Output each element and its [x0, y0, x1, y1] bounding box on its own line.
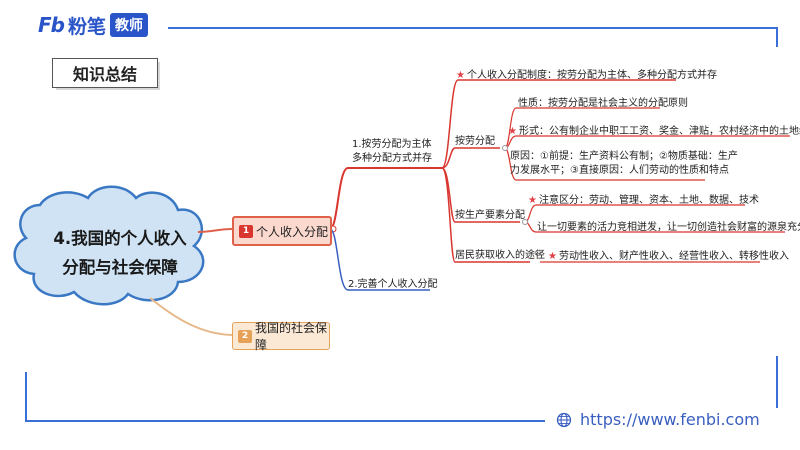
- node2-label: 我国的社会保障: [255, 321, 328, 352]
- node1-label: 个人收入分配: [256, 224, 329, 239]
- node-income-distribution[interactable]: 1 个人收入分配: [232, 216, 332, 246]
- footer-website[interactable]: https://www.fenbi.com: [556, 410, 760, 429]
- labor-reason: 原因：①前提：生产资料公有制；②物质基础：生产 力发展水平；③直接原因：人们劳动…: [510, 150, 738, 178]
- factor-attention-text: 注意区分：劳动、管理、资本、土地、数据、技术: [538, 195, 759, 206]
- distribution-system: ★个人收入分配制度：按劳分配为主体、多种分配方式并存: [456, 66, 717, 81]
- distribution-system-text: 个人收入分配制度：按劳分配为主体、多种分配方式并存: [466, 70, 717, 81]
- frame-line-left: [25, 372, 27, 420]
- labor-distribution-label: 按劳分配: [455, 132, 495, 147]
- labor-nature: 性质：按劳分配是社会主义的分配原则: [518, 98, 688, 109]
- income-channel-content: ★劳动性收入、财产性收入、经营性收入、转移性收入: [548, 247, 789, 262]
- node1-index-badge: 1: [239, 224, 253, 238]
- income-channel-text: 劳动性收入、财产性收入、经营性收入、转移性收入: [558, 251, 789, 262]
- central-topic-line1: 4.我国的个人收入: [53, 229, 187, 248]
- logo-name: 粉笔: [67, 15, 106, 38]
- globe-icon: [556, 412, 572, 427]
- labor-reason-line1: 原因：①前提：生产资料公有制；②物质基础：生产: [510, 151, 738, 162]
- labor-form-text: 形式：公有制企业中职工工资、奖金、津贴，农村经济中的土地经营所得: [518, 126, 800, 137]
- labor-reason-line2: 力发展水平；③直接原因：人们劳动的性质和特点: [510, 165, 729, 176]
- labor-label-text: 按劳分配: [455, 136, 495, 147]
- node-social-security[interactable]: 2 我国的社会保障: [232, 321, 330, 352]
- star-icon: ★: [508, 126, 517, 137]
- section-title: 知识总结: [52, 58, 158, 88]
- labor-form: ★形式：公有制企业中职工工资、奖金、津贴，农村经济中的土地经营所得: [508, 122, 800, 137]
- node2-index-badge: 2: [238, 329, 252, 343]
- branch1-line2: 多种分配方式并存: [352, 153, 432, 164]
- logo-mark: Fb: [38, 13, 65, 37]
- fenbi-logo: Fb 粉笔 教师: [38, 12, 148, 38]
- logo-badge: 教师: [110, 13, 148, 37]
- cloud-shape: [13, 185, 205, 306]
- branch1-line1: 1.按劳分配为主体: [352, 139, 432, 150]
- factor-distribution-label: 按生产要素分配: [455, 210, 525, 221]
- central-topic-line2: 分配与社会保障: [62, 258, 178, 277]
- factor-attention: ★注意区分：劳动、管理、资本、土地、数据、技术: [528, 191, 759, 206]
- frame-line-right: [776, 356, 778, 408]
- frame-line-top: [168, 27, 776, 29]
- income-channel-label: 居民获取收入的途径: [455, 250, 545, 261]
- frame-line-top-right: [776, 27, 778, 47]
- star-icon: ★: [528, 195, 537, 206]
- star-icon: ★: [456, 70, 465, 81]
- star-icon: ★: [548, 251, 557, 262]
- central-topic: 4.我国的个人收入 分配与社会保障: [44, 224, 196, 282]
- frame-line-bottom: [25, 420, 545, 422]
- footer-url[interactable]: https://www.fenbi.com: [580, 410, 760, 429]
- branch-labor-main: 1.按劳分配为主体 多种分配方式并存: [352, 138, 432, 166]
- branch-improve-distribution: 2.完善个人收入分配: [348, 279, 438, 290]
- factor-aim: 让一切要素的活力竞相迸发，让一切创造社会财富的源泉充分涌流: [537, 222, 800, 233]
